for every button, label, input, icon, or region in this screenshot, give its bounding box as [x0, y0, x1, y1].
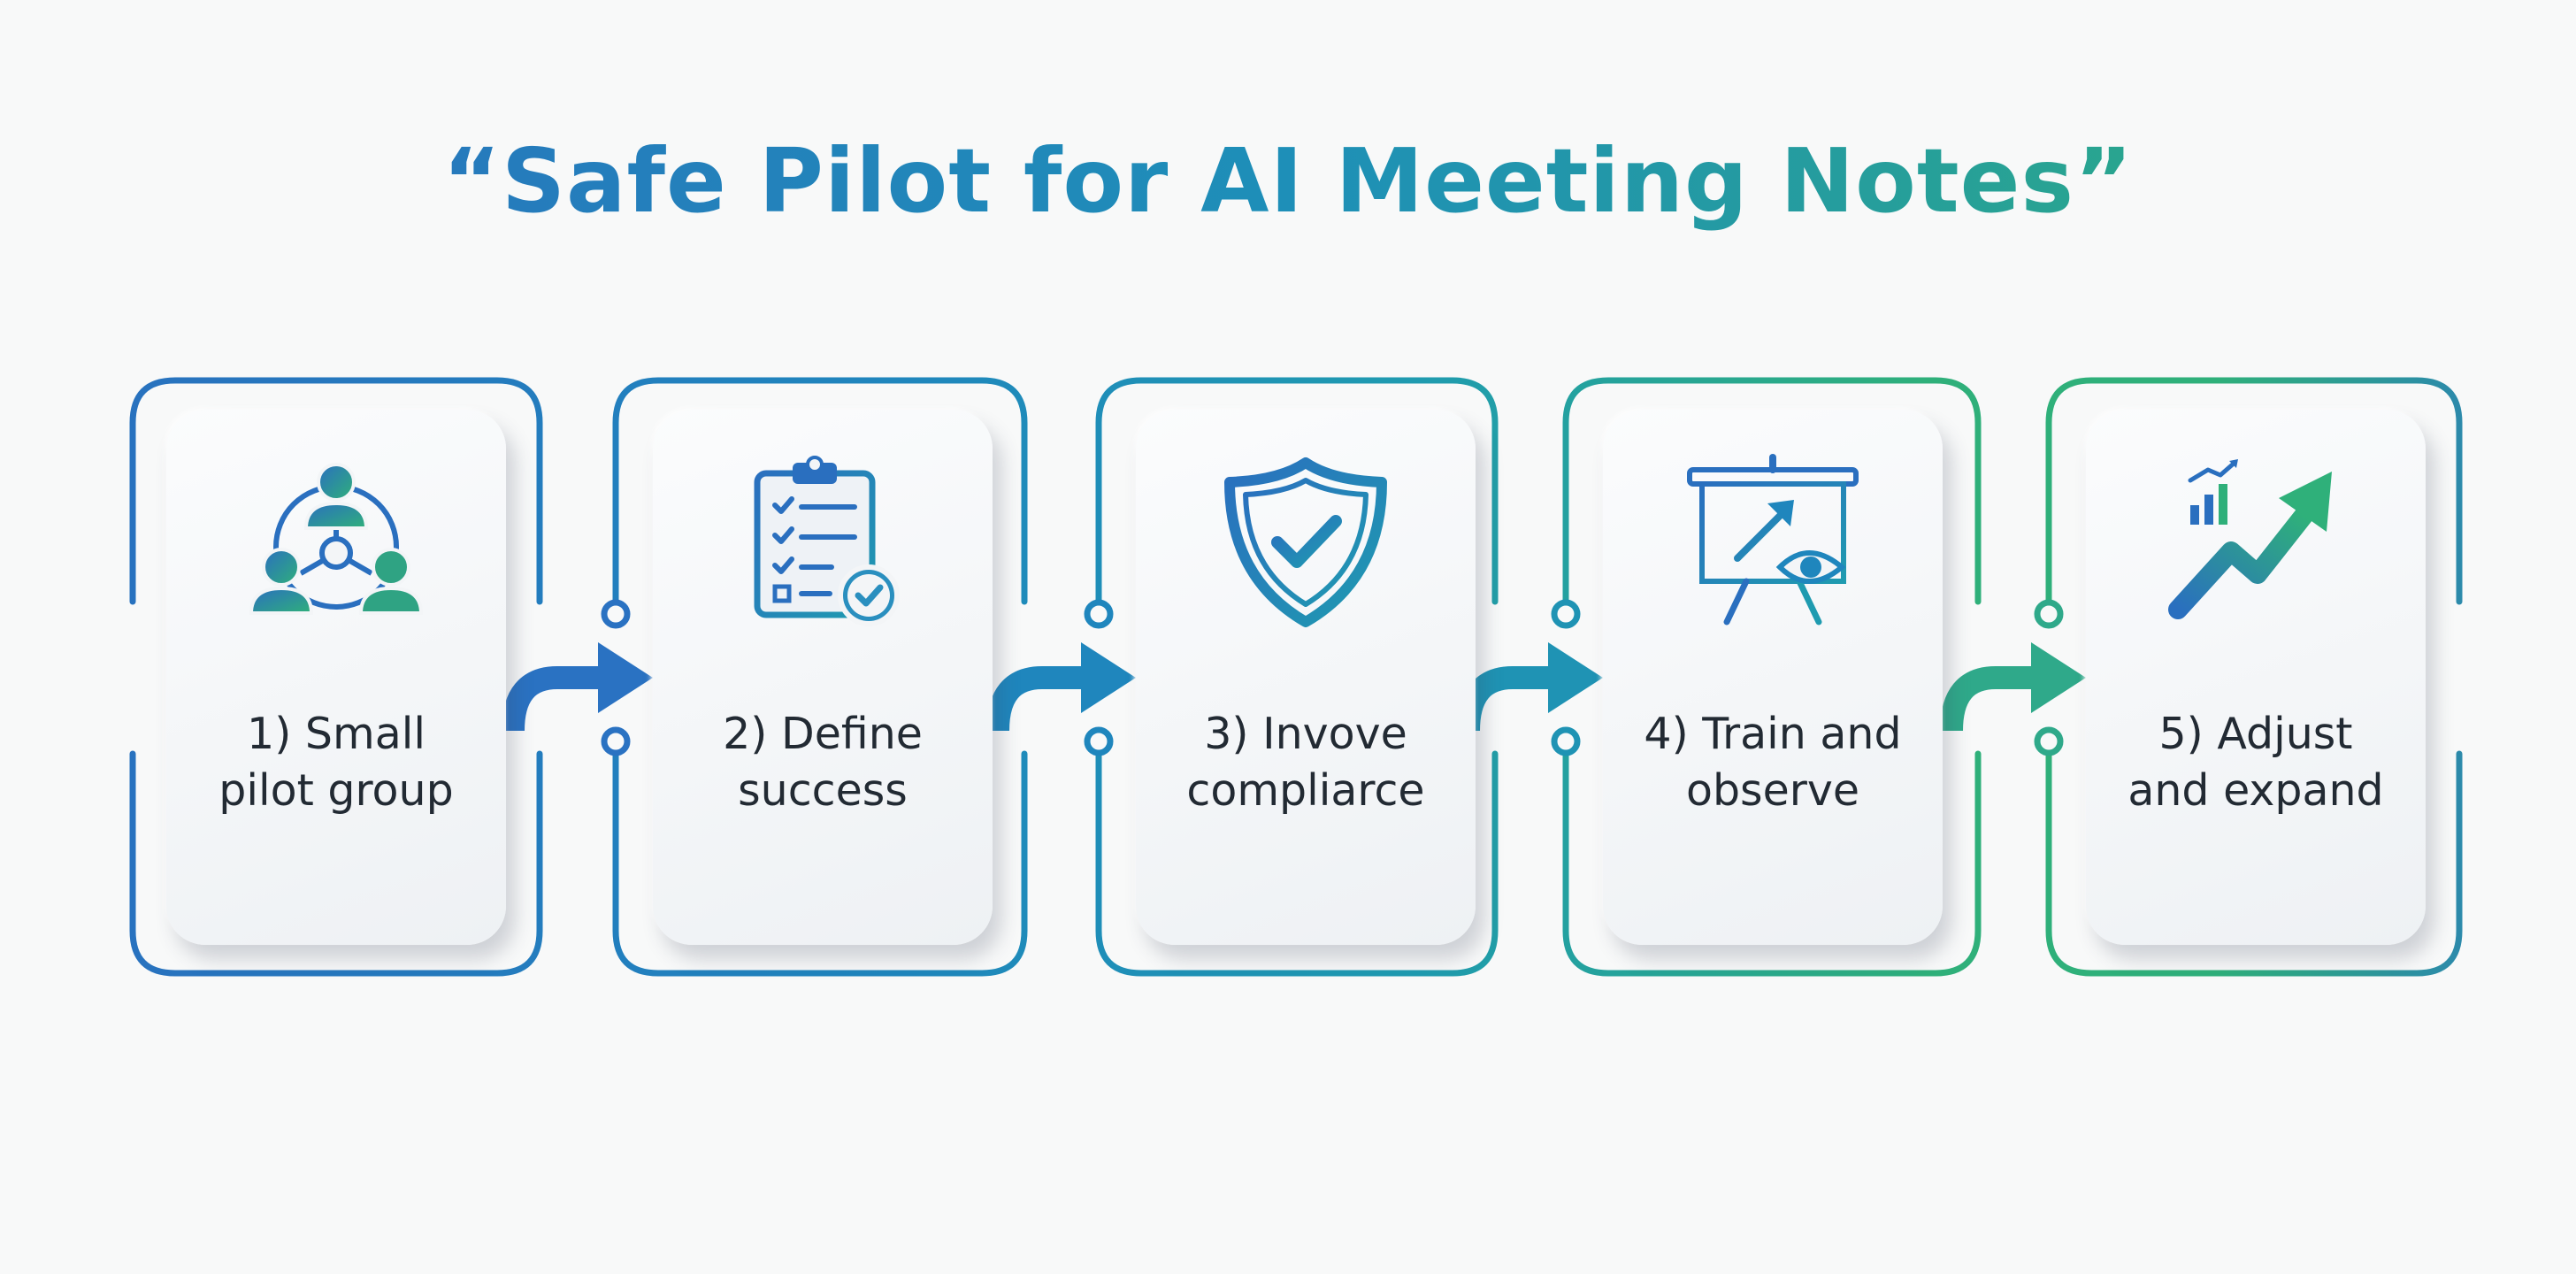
flow-arrow-shaft — [502, 666, 607, 732]
step-label-line2: compliarce — [1186, 765, 1425, 816]
flow-arrow-head — [598, 642, 653, 713]
step-label-line1: 1) Small — [247, 709, 426, 759]
connector-node — [1084, 599, 1114, 629]
step-label-line1: 3) Invove — [1204, 709, 1407, 759]
step-label: 5) Adjust and expand — [2095, 706, 2417, 819]
connector-node — [1084, 726, 1114, 756]
shield-check-icon — [1208, 454, 1403, 631]
step-label-line2: and expand — [2128, 765, 2384, 816]
step-label: 1) Small pilot group — [175, 706, 497, 819]
connector-node — [1551, 599, 1581, 629]
connector-node — [601, 726, 631, 756]
step-frame-2 — [612, 377, 1028, 977]
flow-arrow-shaft — [1940, 666, 2040, 732]
step-label: 4) Train and observe — [1612, 706, 1934, 819]
flow-arrow-shaft — [1457, 666, 1557, 732]
connector-node — [2034, 599, 2064, 629]
step-label-line1: 4) Train and — [1644, 709, 1902, 759]
step-frame-4 — [1562, 377, 1982, 977]
flow-arrow-head — [2031, 642, 2086, 713]
flow-arrow-head — [1081, 642, 1136, 713]
connector-node — [601, 599, 631, 629]
step-card-1: 1) Small pilot group — [166, 410, 506, 945]
connector-node — [2034, 726, 2064, 756]
step-label-line2: success — [738, 765, 908, 816]
step-frame-5 — [2045, 377, 2463, 977]
connector-node — [1551, 726, 1581, 756]
step-card-2: 2) Define success — [653, 410, 993, 945]
step-label: 3) Invove compliarce — [1145, 706, 1467, 819]
step-card-5: 5) Adjust and expand — [2086, 410, 2426, 945]
checklist-icon — [725, 454, 920, 631]
flow-arrow-shaft — [986, 666, 1090, 732]
step-label-line2: observe — [1685, 765, 1860, 816]
step-card-3: 3) Invove compliarce — [1136, 410, 1476, 945]
step-frame-1 — [129, 377, 543, 977]
presentation-eye-icon — [1675, 454, 1870, 631]
flow-arrow-head — [1548, 642, 1603, 713]
growth-chart-icon — [2158, 454, 2353, 631]
step-label-line1: 2) Define — [723, 709, 923, 759]
step-label-line1: 5) Adjust — [2158, 709, 2353, 759]
step-label: 2) Define success — [662, 706, 984, 819]
step-frame-3 — [1095, 377, 1499, 977]
team-icon — [239, 454, 433, 631]
step-card-4: 4) Train and observe — [1603, 410, 1943, 945]
step-label-line2: pilot group — [218, 765, 454, 816]
diagram-title: “Safe Pilot for AI Meeting Notes” — [0, 124, 2576, 239]
